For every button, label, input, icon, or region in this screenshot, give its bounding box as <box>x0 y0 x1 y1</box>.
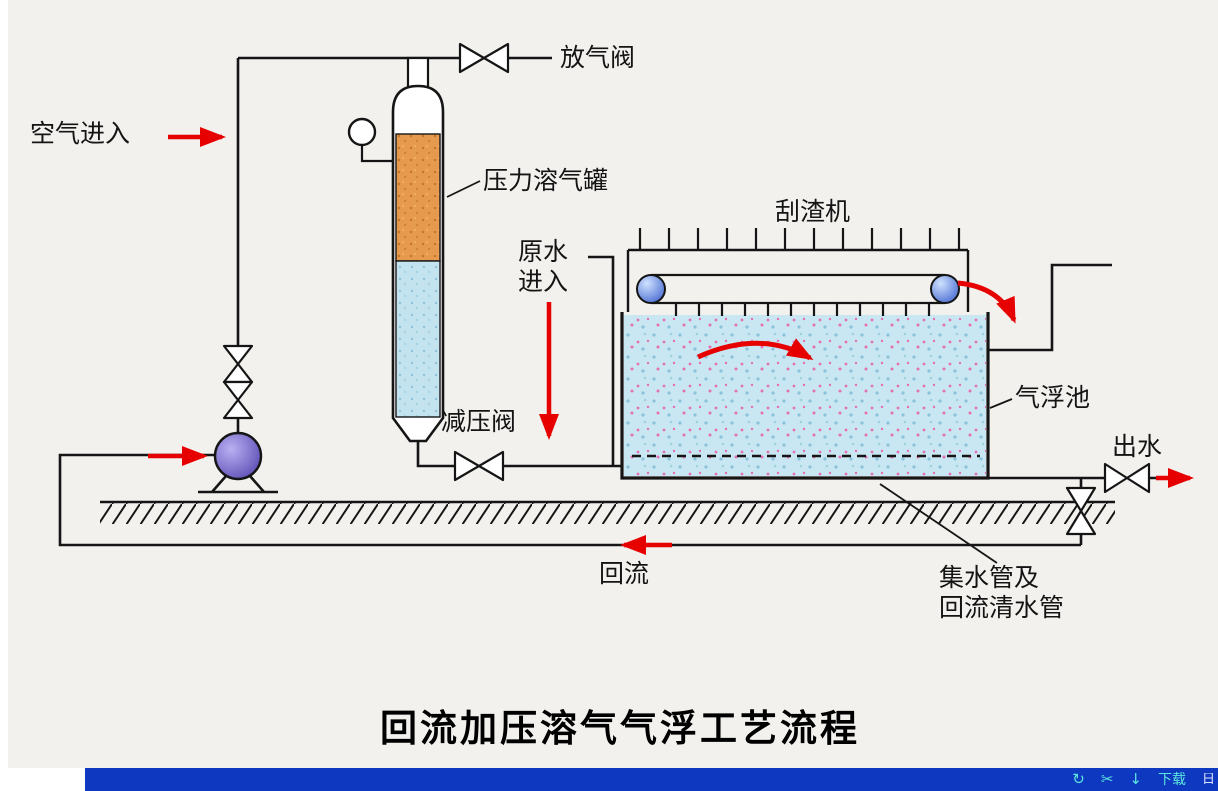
label-scum-scraper: 刮渣机 <box>775 197 851 226</box>
flow-arrows <box>148 127 1194 555</box>
scum-chute <box>988 263 1112 352</box>
flotation-tank <box>620 312 990 480</box>
label-reflux: 回流 <box>599 559 650 588</box>
leader-lines <box>446 180 1013 564</box>
label-pressure-dissolving-tank: 压力溶气罐 <box>483 166 609 195</box>
tank-circulation-arrow <box>696 338 814 361</box>
scissors-icon[interactable]: ✂ <box>1100 770 1114 788</box>
flotation-tank-water <box>624 315 986 476</box>
label-air-release-valve: 放气阀 <box>560 43 636 72</box>
label-collection-line1: 集水管及 <box>939 563 1040 592</box>
label-collection-pipe: 集水管及 回流清水管 <box>939 563 1064 622</box>
tank-label-leader <box>446 180 481 198</box>
reflux-pipe <box>58 453 1081 547</box>
collection-label-leader <box>879 483 998 564</box>
scraper-wheel-right <box>930 274 960 304</box>
pressure-dissolving-tank <box>391 56 445 443</box>
label-raw-water-inlet: 原水 进入 <box>504 237 582 296</box>
scraper-blades <box>674 303 931 316</box>
label-flotation-tank: 气浮池 <box>1015 383 1091 412</box>
pump-stand <box>198 475 278 494</box>
outlet-valve-symbol <box>1103 462 1151 494</box>
pump-body <box>213 431 263 481</box>
pressure-gauge-dial <box>347 117 377 147</box>
air-release-valve-symbol <box>458 42 510 74</box>
raw-water-pipe <box>588 255 615 466</box>
label-pressure-reducing-valve: 减压阀 <box>441 407 517 436</box>
pump <box>198 431 278 494</box>
download-arrow-icon[interactable]: ↓ <box>1129 770 1142 788</box>
diagram-title: 回流加压溶气气浮工艺流程 <box>380 706 860 750</box>
riser-valve-symbol <box>222 344 254 420</box>
scum-scraper-assembly <box>626 228 970 316</box>
label-raw-water-line1: 原水 <box>517 237 568 266</box>
scraper-belt <box>651 273 945 305</box>
valves <box>222 42 1151 536</box>
ground-hatching <box>100 500 1115 524</box>
rotate-icon[interactable]: ↻ <box>1072 770 1085 788</box>
reflux-valve-symbol <box>1065 486 1097 536</box>
label-raw-water-line2: 进入 <box>517 266 568 296</box>
flotation-tank-walls <box>620 312 990 480</box>
dissolved-water-pipe <box>416 440 622 468</box>
scraper-supports <box>626 250 970 312</box>
label-outlet-water: 出水 <box>1112 432 1163 461</box>
scraper-upper-tines <box>638 228 961 250</box>
pressure-reducing-valve-symbol <box>453 450 505 482</box>
tank-water-section <box>395 260 441 418</box>
scum-discharge-arrow <box>957 280 1017 324</box>
process-flow-diagram <box>58 42 1194 564</box>
pipes <box>58 56 1158 547</box>
scraper-wheel-left <box>636 274 666 304</box>
label-air-inlet: 空气进入 <box>30 119 131 148</box>
pressure-gauge <box>347 117 393 163</box>
taskbar: ↻ ✂ ↓ 下载 日 <box>85 768 1218 791</box>
download-label[interactable]: 下载 <box>1158 771 1186 788</box>
label-collection-line2: 回流清水管 <box>939 592 1065 622</box>
tank-packing-section <box>395 133 441 262</box>
flotation-label-leader <box>989 398 1013 409</box>
taskbar-partial-text: 日 <box>1202 773 1214 786</box>
